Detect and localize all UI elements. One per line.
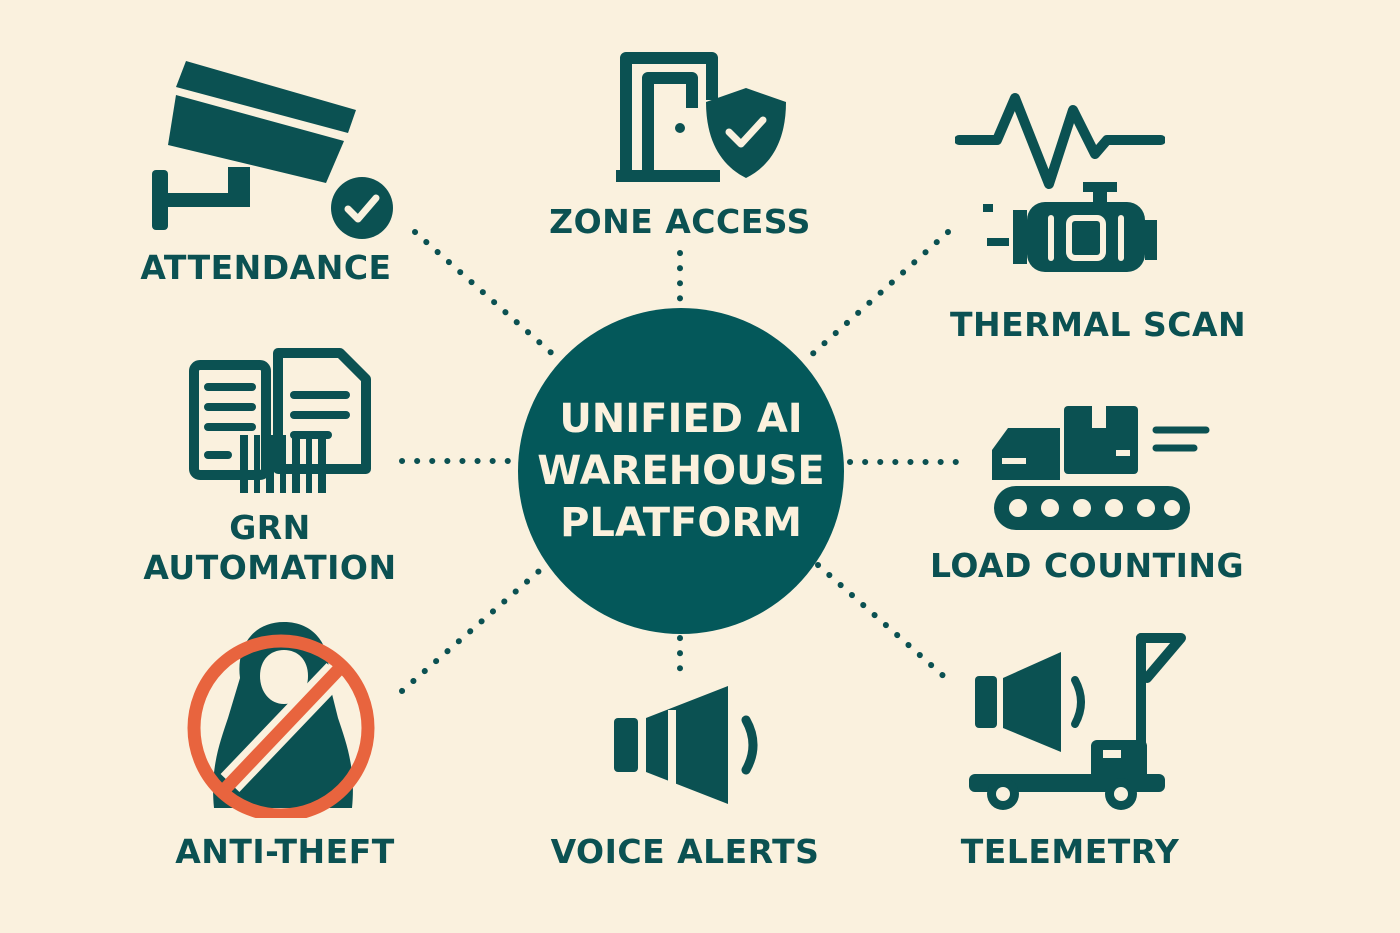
label-zone-access: ZONE ACCESS (549, 202, 811, 241)
conveyor-box-icon (992, 406, 1210, 530)
no-thief-icon (187, 622, 375, 818)
central-platform-node: UNIFIED AI WAREHOUSE PLATFORM (518, 308, 844, 634)
label-attendance: ATTENDANCE (140, 248, 392, 287)
label-thermal-scan: THERMAL SCAN (950, 305, 1247, 344)
center-line-2: WAREHOUSE (537, 448, 825, 494)
connector-anti-theft (399, 562, 549, 694)
heartbeat-motor-icon (955, 93, 1165, 272)
documents-barcode-icon (189, 348, 371, 493)
label-grn-line-1: GRN (229, 508, 311, 547)
connector-thermal-scan (805, 229, 951, 361)
center-line-3: PLATFORM (560, 500, 802, 546)
speaker-icon (614, 686, 758, 804)
label-voice-alerts: VOICE ALERTS (550, 832, 820, 871)
label-load-counting: LOAD COUNTING (930, 546, 1245, 585)
label-telemetry: TELEMETRY (960, 832, 1180, 871)
pallet-jack-speaker-icon (969, 633, 1186, 810)
label-grn-automation: GRN AUTOMATION (130, 508, 410, 588)
label-grn-line-2: AUTOMATION (143, 548, 397, 587)
door-shield-icon (616, 52, 786, 182)
label-anti-theft: ANTI-THEFT (175, 832, 395, 871)
cctv-camera-check-icon (152, 61, 393, 239)
connector-attendance (412, 229, 559, 360)
connector-telemetry (815, 562, 951, 683)
center-line-1: UNIFIED AI (559, 396, 803, 442)
